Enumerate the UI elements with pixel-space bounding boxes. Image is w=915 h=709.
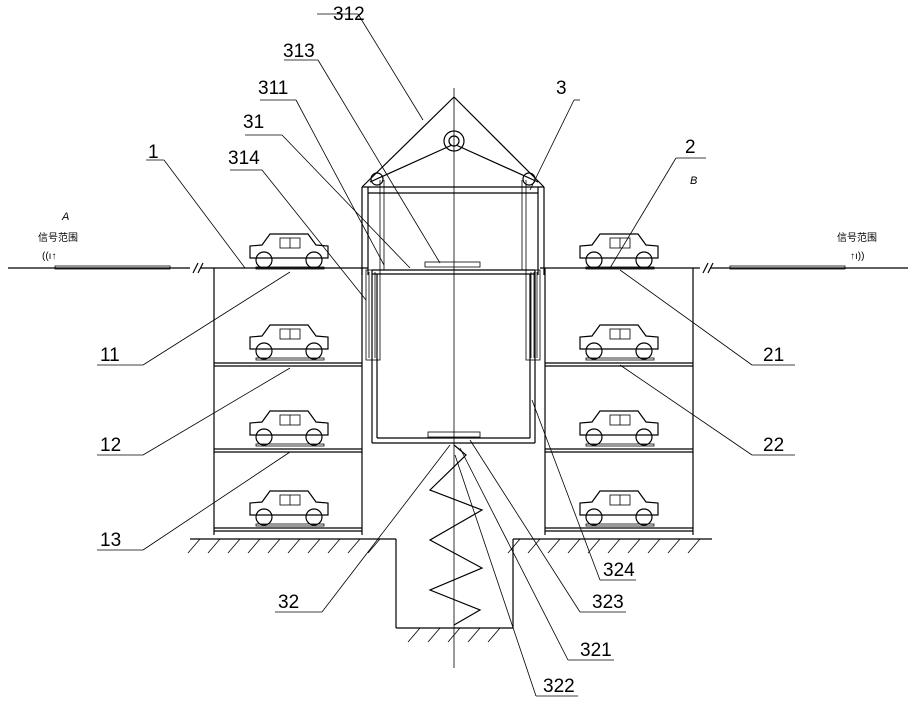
- car-wheel: [255, 428, 273, 446]
- car-wheel: [635, 251, 653, 269]
- car-wheel: [585, 508, 603, 526]
- car-wheel: [585, 251, 603, 269]
- signal-b-icon: ↑ı)): [850, 251, 864, 262]
- left-garage: [213, 268, 363, 535]
- car-wheel: [255, 342, 273, 360]
- label-322: 322: [543, 676, 575, 697]
- label-22: 22: [763, 435, 784, 456]
- label-323: 323: [592, 592, 624, 613]
- label-11: 11: [100, 345, 120, 366]
- car-8: [579, 490, 659, 527]
- signal-a-letter: A: [61, 211, 69, 223]
- label-12: 12: [100, 435, 121, 456]
- label-2: 2: [685, 137, 696, 158]
- label-324: 324: [603, 560, 635, 581]
- car-wheel: [255, 508, 273, 526]
- label-3: 3: [556, 78, 567, 99]
- car-3: [249, 410, 329, 447]
- label-321: 321: [580, 640, 612, 661]
- car-7: [579, 410, 659, 447]
- label-313: 313: [283, 41, 315, 62]
- car-wheel: [585, 428, 603, 446]
- signal-a-text: 信号范围: [38, 231, 78, 244]
- car-2: [249, 324, 329, 361]
- label-13: 13: [100, 530, 121, 551]
- car-5: [579, 233, 659, 270]
- car-wheel: [635, 508, 653, 526]
- car-4: [249, 490, 329, 527]
- label-312: 312: [333, 4, 365, 25]
- car-wheel: [305, 508, 323, 526]
- car-wheel: [585, 342, 603, 360]
- right-garage: [544, 268, 694, 535]
- car-1: [249, 233, 329, 270]
- label-1: 1: [148, 142, 159, 163]
- car-wheel: [305, 342, 323, 360]
- leader-lines: [97, 13, 795, 697]
- label-21: 21: [763, 345, 784, 366]
- signal-a-icon: ((ı↑: [42, 251, 56, 262]
- car-6: [579, 324, 659, 361]
- car-wheel: [305, 251, 323, 269]
- pulley-left: [370, 172, 384, 186]
- label-32: 32: [278, 592, 299, 613]
- label-31: 31: [243, 112, 264, 133]
- signal-b-letter: B: [690, 175, 697, 187]
- foundation: [187, 538, 712, 643]
- car-wheel: [635, 342, 653, 360]
- ground-line: [8, 262, 908, 274]
- car-wheel: [635, 428, 653, 446]
- cars: [249, 233, 659, 527]
- signal-b-text: 信号范围: [837, 231, 877, 244]
- roof-pulleys: [361, 96, 545, 188]
- screw-shaft: [428, 444, 484, 626]
- label-314: 314: [228, 148, 260, 169]
- signal-markers: A 信号范围 ((ı↑ B 信号范围 ↑ı)): [38, 175, 877, 262]
- pulley-top: [443, 130, 465, 152]
- callout-labels: 312 313 311 3 31 314 1 2 11 12 13 21 22 …: [100, 4, 784, 697]
- label-311: 311: [258, 78, 288, 99]
- car-wheel: [305, 428, 323, 446]
- lift-shaft: [361, 88, 545, 668]
- car-wheel: [255, 251, 273, 269]
